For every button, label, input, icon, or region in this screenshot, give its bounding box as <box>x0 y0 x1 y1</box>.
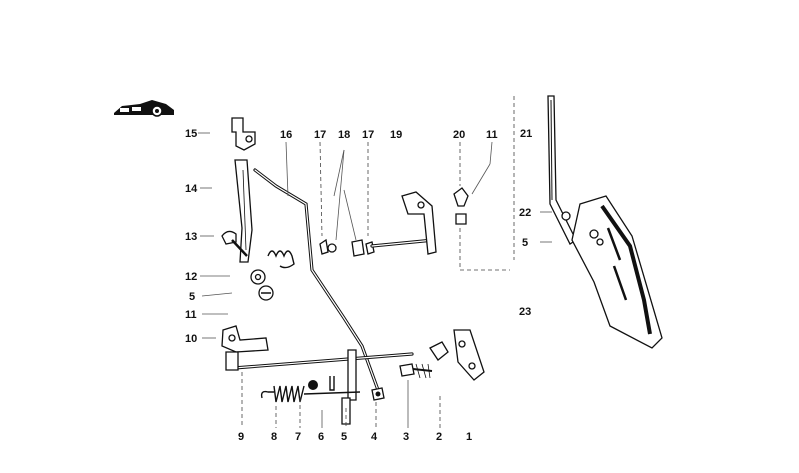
callout-11: 11 <box>185 309 197 321</box>
callout-5: 5 <box>189 291 195 303</box>
part-2-grommet <box>429 341 449 361</box>
callout-19: 19 <box>390 129 402 141</box>
part-21-pedal-arm <box>547 95 577 245</box>
part-22-pivot <box>561 211 604 246</box>
part-10-bracket <box>221 325 269 353</box>
part-3-stop <box>399 363 433 379</box>
callout-2: 2 <box>436 431 442 443</box>
callout-18: 18 <box>338 129 350 141</box>
callout-17: 17 <box>362 129 374 141</box>
part-9-cross-shaft <box>225 351 414 371</box>
callout-8: 8 <box>271 431 277 443</box>
callout-23: 23 <box>519 306 531 318</box>
part-1-plate <box>453 329 485 381</box>
callout-labels: 15 16 17 18 17 19 20 11 21 14 22 13 5 12… <box>185 128 532 443</box>
part-8-tension-spring <box>260 385 361 403</box>
callout-14: 14 <box>185 183 198 195</box>
part-4-end-fitting <box>371 387 385 401</box>
torsion-spring <box>267 250 295 269</box>
part-15-bracket <box>231 117 256 151</box>
car-silhouette-icon <box>114 100 174 117</box>
part-19-pedal-shaft <box>370 191 437 255</box>
part-16-rod <box>253 168 380 392</box>
callout-21: 21 <box>520 128 532 140</box>
part-17-18-bushings <box>319 238 375 257</box>
part-14-strap <box>234 159 253 263</box>
callout-4: 4 <box>371 431 378 443</box>
cross-shaft-lever <box>341 349 357 425</box>
callout-13: 13 <box>185 231 197 243</box>
callout-15: 15 <box>185 128 197 140</box>
leader-lines <box>198 96 552 428</box>
part-20-bolt <box>453 187 469 225</box>
callout-3: 3 <box>403 431 409 443</box>
callout-17: 17 <box>314 129 326 141</box>
callout-11: 11 <box>486 129 498 141</box>
callout-20: 20 <box>453 129 465 141</box>
callout-16: 16 <box>280 129 292 141</box>
callout-10: 10 <box>185 333 197 345</box>
callout-7: 7 <box>295 431 301 443</box>
callout-6: 6 <box>318 431 324 443</box>
callout-5: 5 <box>522 237 528 249</box>
part-13-pin <box>221 230 248 257</box>
callout-22: 22 <box>519 207 531 219</box>
small-clip <box>329 376 335 391</box>
callout-1: 1 <box>466 431 472 443</box>
part-5-clip-left <box>258 285 274 301</box>
part-7-ball <box>308 380 318 390</box>
part-23-pedal-pad <box>571 195 663 349</box>
part-12-washer <box>250 269 266 285</box>
callout-9: 9 <box>238 431 244 443</box>
callout-12: 12 <box>185 271 197 283</box>
callout-5: 5 <box>341 431 347 443</box>
